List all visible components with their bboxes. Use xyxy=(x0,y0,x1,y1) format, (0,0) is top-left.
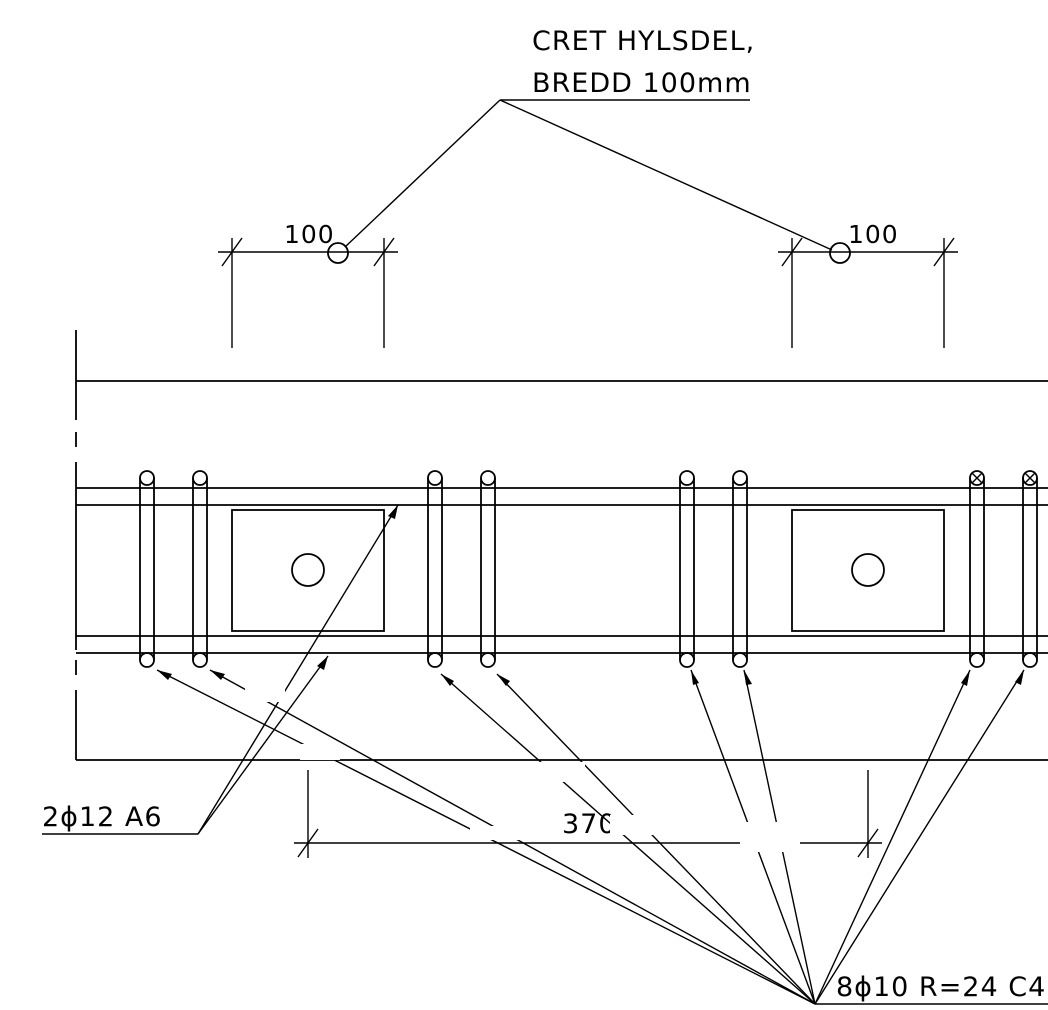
rebar-long-label: 2ϕ12 A6 xyxy=(42,802,163,833)
stirrup xyxy=(192,470,208,668)
dimension-left-100: 100 xyxy=(218,220,398,348)
sleeve-callout: CRET HYLSDEL, BREDD 100mm xyxy=(344,26,833,251)
dim-right-label: 100 xyxy=(848,220,899,249)
stirrups xyxy=(139,470,1038,668)
rebar-stirrup-callout: 8ϕ10 R=24 C4 xyxy=(156,669,1048,1005)
sleeve-callout-line1: CRET HYLSDEL, xyxy=(532,26,755,57)
stirrup xyxy=(427,470,443,668)
sleeve-callout-line2: BREDD 100mm xyxy=(532,68,752,99)
stirrup xyxy=(480,470,496,668)
sleeve-left xyxy=(231,509,385,632)
stirrup xyxy=(139,470,155,668)
longitudinal-bars xyxy=(76,487,1048,654)
stirrup-crossed xyxy=(1022,470,1038,668)
dimension-right-100: 100 xyxy=(778,220,958,348)
sleeve-marker xyxy=(829,242,851,264)
dim-left-label: 100 xyxy=(284,220,335,249)
dim-center-label: 370 xyxy=(562,809,617,840)
sleeve-right xyxy=(791,509,945,632)
rebar-stirrup-label: 8ϕ10 R=24 C4 xyxy=(836,972,1046,1003)
stirrup xyxy=(732,470,748,668)
rebar-long-callout: 2ϕ12 A6 xyxy=(42,504,399,835)
beam-outline xyxy=(75,330,1048,761)
stirrup xyxy=(679,470,695,668)
sleeve-marker xyxy=(327,242,349,264)
stirrup-crossed xyxy=(969,470,985,668)
